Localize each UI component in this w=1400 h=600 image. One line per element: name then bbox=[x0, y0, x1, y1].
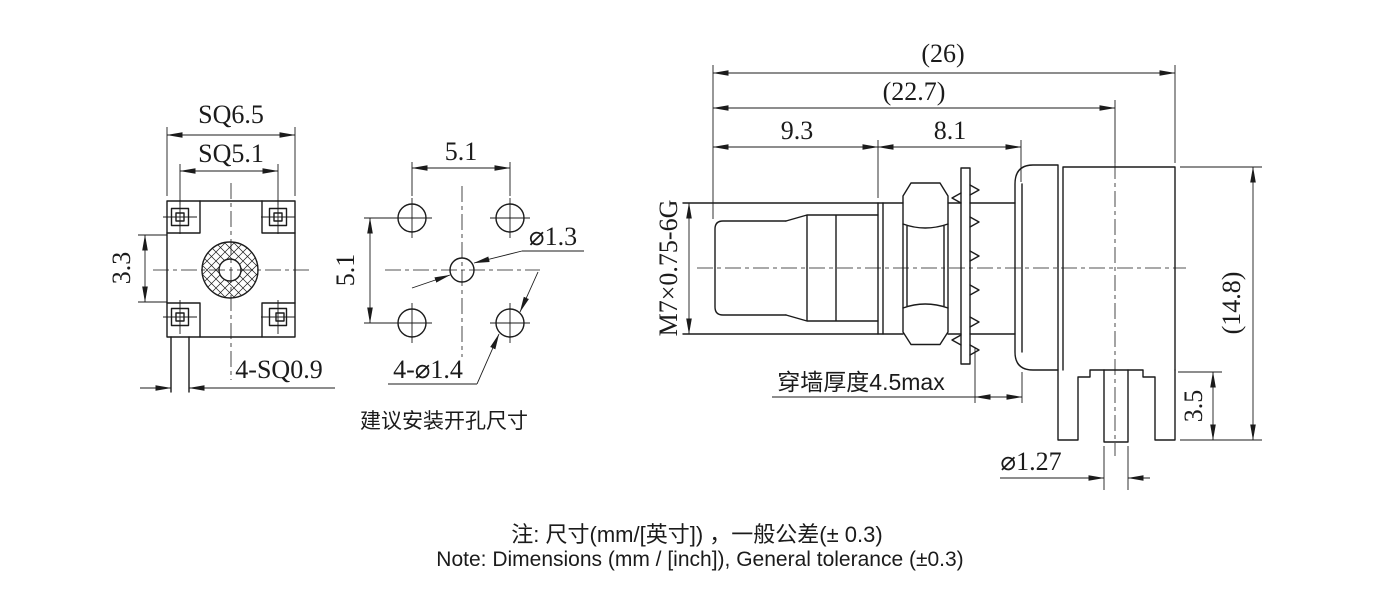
front-view: SQ6.5 SQ5.1 3.3 4-SQ0.9 bbox=[107, 100, 335, 393]
d13-arrow-sw bbox=[411, 274, 451, 289]
side-view: (26) (22.7) 9.3 8.1 M7×0.75-6G 穿墙厚度4.5ma… bbox=[654, 39, 1262, 490]
corner-notches bbox=[166, 200, 296, 338]
pin-ext-lines bbox=[1103, 446, 1129, 490]
pad-crosshairs bbox=[163, 200, 295, 334]
dim-26: (26) bbox=[921, 39, 964, 68]
d13-arrow-ne bbox=[473, 250, 523, 264]
dim-81: 8.1 bbox=[934, 116, 967, 145]
hex-nut bbox=[902, 182, 949, 346]
d14-arrow-sw bbox=[476, 333, 500, 385]
lock-washer bbox=[960, 167, 971, 365]
notes-block: 注: 尺寸(mm/[英寸]) ，一般公差(± 0.3) Note: Dimens… bbox=[436, 522, 963, 571]
body-legs bbox=[1057, 369, 1176, 441]
dim-thread: M7×0.75-6G bbox=[654, 200, 683, 337]
hole-crosshairs bbox=[392, 198, 530, 343]
nose-barrel bbox=[714, 220, 787, 316]
dim-wall: 穿墙厚度4.5max bbox=[777, 369, 945, 395]
dim-33: 3.3 bbox=[107, 252, 136, 285]
note-line1: 注: 尺寸(mm/[英寸]) ，一般公差(± 0.3) bbox=[511, 522, 882, 547]
dim-148: (14.8) bbox=[1217, 272, 1246, 335]
thread-od-lines bbox=[682, 202, 1016, 335]
body-block bbox=[1062, 166, 1176, 371]
dim-sq65: SQ6.5 bbox=[198, 100, 264, 129]
dim-35: 3.5 bbox=[1179, 390, 1208, 423]
corner-pads bbox=[170, 207, 288, 327]
h148-ext bbox=[1180, 166, 1262, 441]
thread-step bbox=[877, 202, 884, 335]
center-pin bbox=[1103, 369, 1129, 443]
dim-pitch-h: 5.1 bbox=[445, 137, 478, 166]
d14-arrow-ne bbox=[519, 271, 539, 313]
dim-pitch-v: 5.1 bbox=[331, 254, 360, 287]
pitch-h-ext bbox=[411, 162, 511, 196]
pitch-v-ext bbox=[364, 217, 392, 324]
dim-4d14: 4-⌀1.4 bbox=[393, 355, 463, 384]
mounting-hole-view: 5.1 5.1 ⌀1.3 4-⌀1.4 建议安装开孔尺寸 bbox=[331, 137, 584, 433]
d33-ext bbox=[138, 234, 167, 303]
flange-outline bbox=[166, 200, 296, 338]
front-legs bbox=[170, 336, 190, 393]
center-conductor-inner bbox=[218, 258, 242, 282]
corner-holes bbox=[397, 203, 525, 338]
sq65-ext bbox=[166, 127, 296, 196]
center-hole bbox=[449, 257, 475, 283]
dim-4sq09: 4-SQ0.9 bbox=[235, 355, 322, 384]
flange-plate-side bbox=[1014, 164, 1059, 371]
washer-teeth bbox=[951, 184, 980, 356]
nose-taper bbox=[785, 214, 879, 322]
center-conductor-outer bbox=[201, 241, 259, 299]
sq51-ext bbox=[179, 164, 279, 205]
hole-view-caption: 建议安装开孔尺寸 bbox=[360, 410, 528, 433]
dim-d13: ⌀1.3 bbox=[529, 222, 577, 251]
center-conductor-hatch bbox=[202, 242, 258, 298]
hex-nut-facets bbox=[902, 223, 949, 309]
top-ext-lines bbox=[712, 65, 1176, 219]
dim-93: 9.3 bbox=[781, 116, 814, 145]
dim-d127: ⌀1.27 bbox=[1000, 447, 1061, 476]
dim-227: (22.7) bbox=[883, 77, 946, 106]
dim-sq51: SQ5.1 bbox=[198, 139, 264, 168]
note-line2: Note: Dimensions (mm / [inch]), General … bbox=[436, 548, 963, 571]
